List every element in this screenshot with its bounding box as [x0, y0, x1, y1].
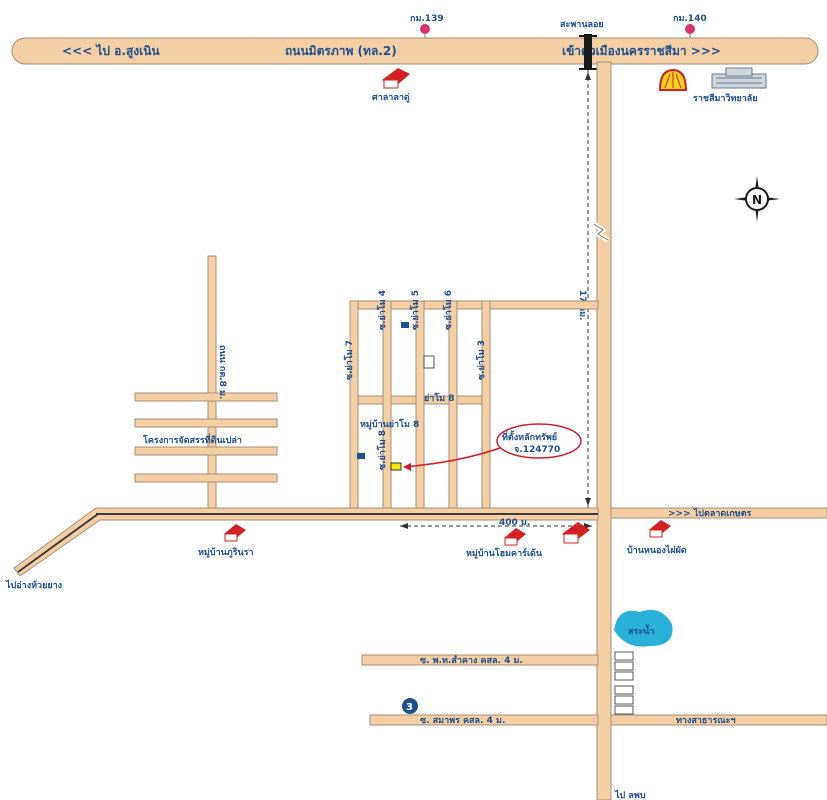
highway-left-label: <<< ไป อ.สูงเนิน — [62, 43, 160, 59]
route-badge: 3 — [402, 698, 418, 714]
university-building-icon — [711, 67, 767, 89]
compass-icon: N — [734, 176, 780, 222]
property-arrow — [403, 447, 501, 468]
property-arrow-head — [403, 463, 411, 471]
lake-icon — [614, 609, 673, 647]
vertical-main-road — [592, 61, 612, 800]
soi-2-road — [369, 714, 599, 726]
distance-400m-label: 400 ม. — [499, 518, 530, 528]
to-market-label: >>> ไปตลาดเกษตร — [668, 507, 752, 519]
row-houses-icon — [614, 651, 634, 715]
km-marker-139-label: กม.139 — [410, 14, 444, 24]
house-outline-icon — [423, 355, 435, 369]
village-center-house-icon — [504, 522, 590, 546]
left-road-label: ถนน กต.8 ม. — [217, 345, 227, 399]
to-huai-yang-label: ไปอ่างห้วยยาง — [5, 579, 62, 591]
highway-center-label: ถนนมิตรภาพ (ทล.2) — [285, 44, 397, 58]
compass-letter: N — [752, 193, 762, 207]
right-bottom-road — [610, 714, 827, 726]
secondary-road — [13, 507, 599, 577]
km-marker-140: กม.140 — [673, 14, 707, 38]
soi-2-label: ซ. สมาพร คสล. 4 ม. — [420, 716, 505, 726]
left-vertical-road — [134, 255, 278, 509]
house-icon — [401, 322, 409, 328]
property-label: ที่ตั้งหลักทรัพย์ — [502, 430, 557, 443]
soi-label-8: ซ.ย่าโม 8 — [376, 430, 388, 470]
shell-station-icon — [658, 68, 688, 91]
village-inner-label: หมู่บ้านย่าโม 8 — [360, 418, 419, 430]
property-marker — [390, 462, 402, 471]
property-callout — [496, 423, 582, 459]
restaurant-house-icon — [382, 68, 410, 89]
village-left-house-icon — [224, 524, 246, 542]
soi-label-5: ซ.ย่าโม 5 — [409, 290, 421, 330]
yamo8-horizontal-label: ย่าโม 8 — [424, 392, 455, 404]
distance-17km-line — [585, 70, 591, 508]
lake-label: สระน้ำ — [628, 624, 654, 637]
house-icon — [357, 453, 365, 459]
ban-right-house-icon — [649, 520, 671, 538]
village-left-label: หมู่บ้านภูรินรา — [198, 547, 254, 558]
right-bottom-road-label: ทางสาธารณะฯ — [676, 716, 736, 726]
village-center-label: หมู่บ้านโฮมคาร์เด้น — [466, 547, 543, 559]
km-marker-140-label: กม.140 — [673, 14, 707, 24]
soi-1-label: ซ. พ.ท.สำคาง คสล. 4 ม. — [420, 655, 523, 666]
highway-right-label: เข้าตัวเมืองนครราชสีมา >>> — [562, 44, 721, 58]
university-label: ราชสีมาวิทยาลัย — [693, 93, 758, 104]
soi-label-7: ซ.ย่าโม 7 — [343, 340, 355, 380]
main-highway — [11, 37, 819, 65]
soi-label-6: ซ.ย่าโม 6 — [442, 290, 454, 330]
route-badge-label: 3 — [406, 702, 413, 713]
distance-400m-line — [400, 523, 592, 529]
restaurant-label: ศาลาลาดู่ — [372, 92, 410, 103]
soi-1-road — [361, 654, 599, 666]
project-label: โครงการจัดสรรที่ดินเปล่า — [142, 433, 242, 446]
soi-label-4: ซ.ย่าโม 4 — [376, 290, 388, 330]
overpass-icon — [579, 34, 597, 70]
ban-right-label: บ้านหนองไผ่ผัด — [627, 544, 687, 556]
soi-label-3: ซ.ย่าโม 3 — [475, 340, 487, 380]
km-marker-139: กม.139 — [410, 14, 444, 38]
right-secondary-road — [610, 507, 827, 519]
property-deed-label: จ.124770 — [514, 445, 560, 455]
residential-road-grid — [349, 300, 599, 510]
bottom-down-label: ไป ลพบ — [614, 789, 646, 800]
overpass-label: สะพานลอย — [560, 20, 604, 30]
